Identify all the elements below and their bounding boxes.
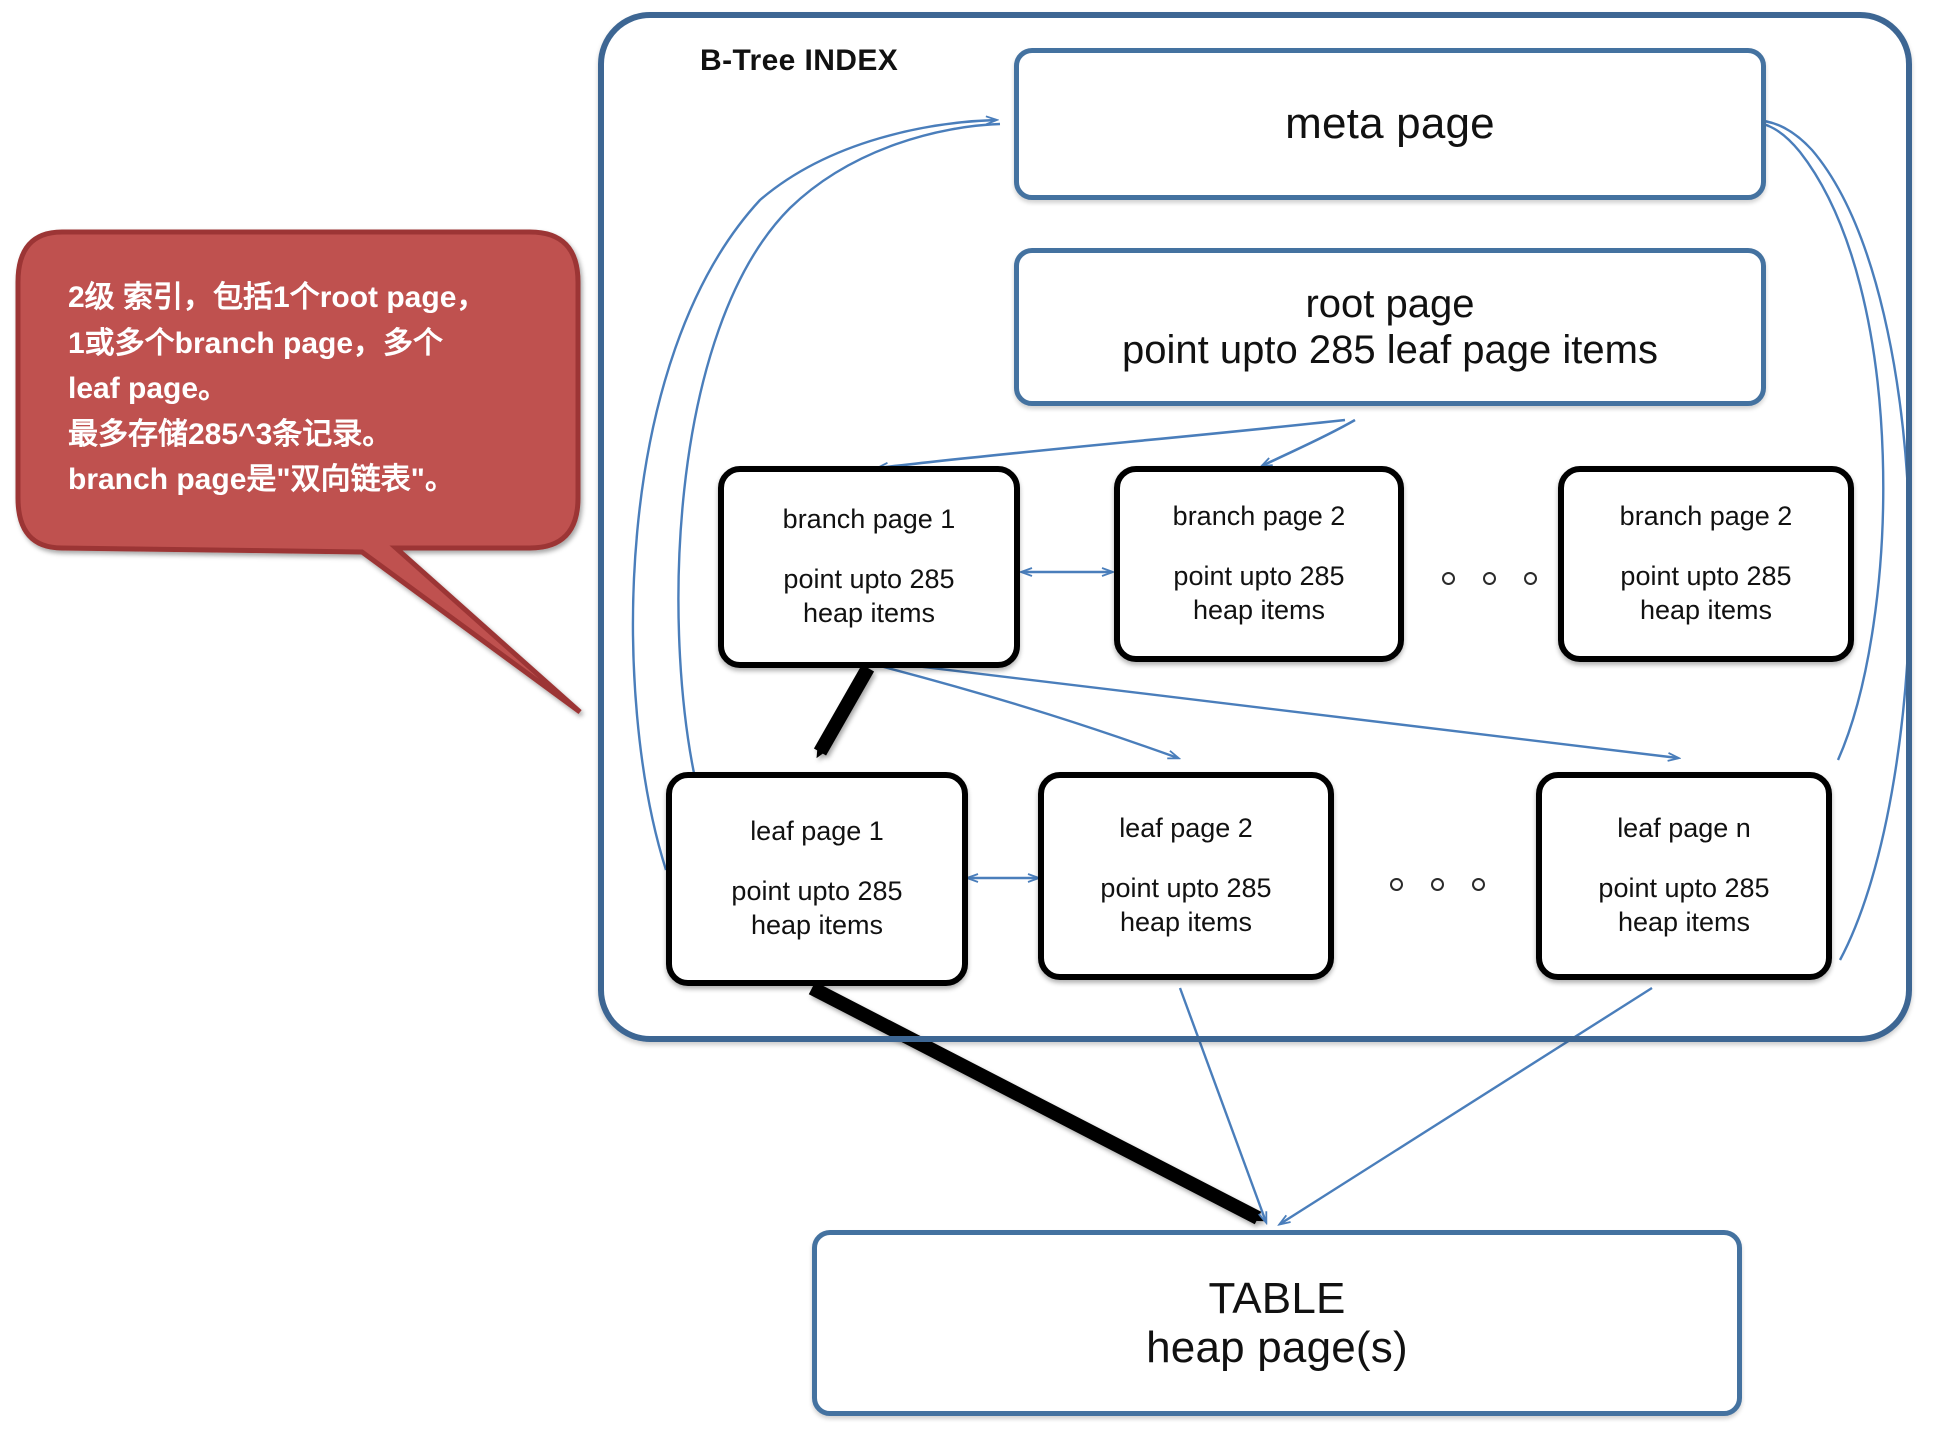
node-meta-page[interactable]: meta page (1014, 48, 1766, 200)
leaf-page-n-detail-a: point upto 285 (1598, 873, 1770, 904)
ellipsis-dot (1431, 878, 1444, 891)
arrow-leafn-to-table (1280, 986, 1653, 1224)
curve-right-leaf-to-meta (1749, 120, 1885, 761)
node-leaf-page-n[interactable]: leaf page n point upto 285 heap items (1536, 772, 1832, 980)
node-table-heap-pages[interactable]: TABLE heap page(s) (812, 1230, 1742, 1416)
ellipsis-dot (1442, 572, 1455, 585)
curve-right-branch-to-meta (1752, 120, 1912, 961)
leaf-page-n-detail-b: heap items (1617, 906, 1751, 937)
branch-page-3-label: branch page 2 (1619, 501, 1793, 532)
branch-page-2-label: branch page 2 (1172, 501, 1346, 532)
leaf-page-2-detail-b: heap items (1119, 906, 1253, 937)
ellipsis-dot (1483, 572, 1496, 585)
branch-page-1-detail-a: point upto 285 (783, 564, 955, 595)
leaf-page-2-detail-a: point upto 285 (1100, 873, 1272, 904)
table-detail: heap page(s) (1146, 1323, 1408, 1372)
leaf-page-1-label: leaf page 1 (750, 816, 884, 847)
arrow-branch1-to-leaf2 (879, 664, 1178, 758)
branch-page-3-detail-b: heap items (1639, 594, 1773, 625)
arrow-leaf2-to-table (1178, 987, 1266, 1222)
meta-page-label: meta page (1285, 99, 1495, 149)
root-page-label: root page (1305, 281, 1475, 326)
curve-leaf-left-to-meta (631, 120, 996, 871)
leaf-page-2-label: leaf page 2 (1119, 813, 1253, 844)
btree-index-frame (598, 12, 1912, 1042)
node-branch-page-2[interactable]: branch page 2 point upto 285 heap items (1114, 466, 1404, 662)
leaf-page-n-label: leaf page n (1617, 813, 1751, 844)
arrow-branch1-to-leaf1 (813, 664, 875, 759)
branch-row-ellipsis (1442, 572, 1537, 585)
arrow-leaf1-to-table (808, 981, 1265, 1225)
leaf-row-ellipsis (1390, 878, 1485, 891)
node-leaf-page-1[interactable]: leaf page 1 point upto 285 heap items (666, 772, 968, 986)
ellipsis-dot (1390, 878, 1403, 891)
branch-page-2-detail-a: point upto 285 (1173, 561, 1345, 592)
arrow-root-to-branch1 (878, 418, 1346, 468)
branch-page-3-detail-a: point upto 285 (1620, 561, 1792, 592)
callout-bubble (15, 229, 582, 715)
table-label: TABLE (1208, 1273, 1346, 1323)
branch-page-1-label: branch page 1 (782, 504, 956, 535)
node-leaf-page-2[interactable]: leaf page 2 point upto 285 heap items (1038, 772, 1334, 980)
branch-page-2-detail-b: heap items (1192, 594, 1326, 625)
branch-page-1-detail-b: heap items (802, 597, 936, 628)
ellipsis-dot (1524, 572, 1537, 585)
node-branch-page-3[interactable]: branch page 2 point upto 285 heap items (1558, 466, 1854, 662)
callout-text: 2级 索引，包括1个root page， 1或多个branch page，多个 … (68, 281, 487, 497)
ellipsis-dot (1472, 878, 1485, 891)
callout-container: 2级 索引，包括1个root page， 1或多个branch page，多个 … (18, 225, 573, 570)
node-branch-page-1[interactable]: branch page 1 point upto 285 heap items (718, 466, 1020, 668)
curve-branch-left-to-meta (677, 122, 1001, 801)
leaf-page-1-detail-b: heap items (750, 909, 884, 940)
root-page-detail: point upto 285 leaf page items (1122, 328, 1658, 372)
btree-index-label: B-Tree INDEX (700, 44, 899, 77)
leaf-page-1-detail-a: point upto 285 (731, 876, 903, 907)
arrow-root-to-branch2 (1262, 418, 1356, 466)
node-root-page[interactable]: root page point upto 285 leaf page items (1014, 248, 1766, 406)
